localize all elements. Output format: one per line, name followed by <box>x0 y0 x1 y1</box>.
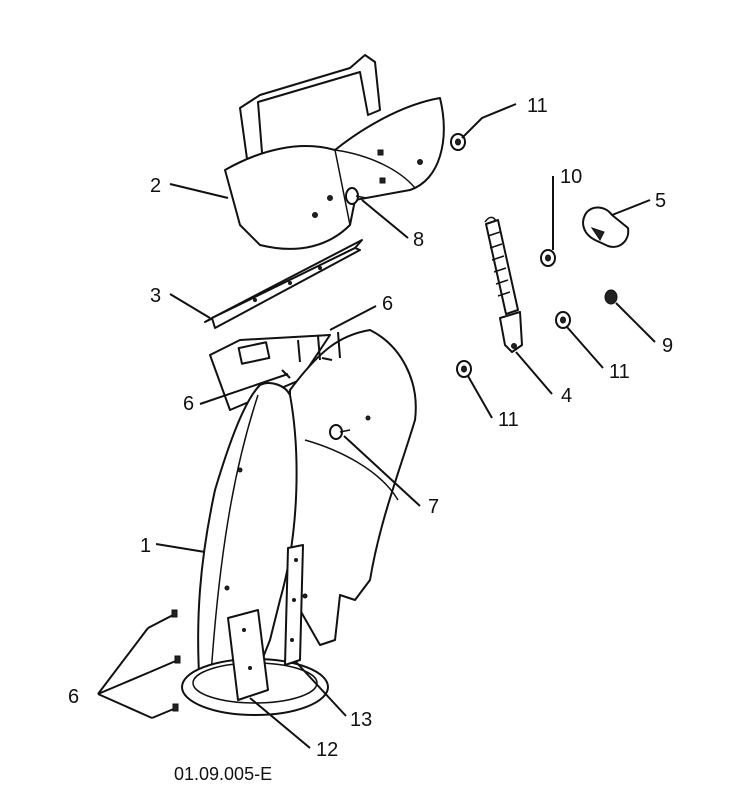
callout-5: 5 <box>655 190 666 212</box>
callout-11-top: 11 <box>527 95 548 117</box>
reinforcement-plate-12 <box>227 609 269 701</box>
washer-11-low <box>456 360 472 378</box>
callout-6-top-right: 6 <box>382 293 393 315</box>
drawing-reference-code: 01.09.005-E <box>174 764 272 784</box>
deflector-blade <box>204 239 363 329</box>
nut-9 <box>604 289 618 305</box>
callout-4: 4 <box>561 385 572 407</box>
washer-11-mid <box>555 311 571 329</box>
callout-6-bottom: 6 <box>68 686 79 708</box>
tension-spring <box>484 216 523 353</box>
callout-8: 8 <box>413 229 424 251</box>
callout-12: 12 <box>316 739 338 761</box>
reinforcement-strip-13 <box>284 544 304 666</box>
callout-2: 2 <box>150 175 161 197</box>
callout-7: 7 <box>428 496 439 518</box>
screws-top <box>281 331 341 379</box>
stud-7 <box>329 424 351 440</box>
screws-bottom <box>147 609 181 719</box>
wing-knob <box>582 206 630 248</box>
callout-13: 13 <box>350 709 372 731</box>
callout-3: 3 <box>150 285 161 307</box>
callout-11-low: 11 <box>498 409 519 431</box>
pivot-pin <box>345 187 367 205</box>
leader-lines <box>97 103 656 749</box>
deflector-hood <box>224 54 445 250</box>
washer-10 <box>540 249 556 267</box>
washer-11-top <box>450 133 466 151</box>
callout-11-mid: 11 <box>609 361 630 383</box>
callout-6-top-left: 6 <box>183 393 194 415</box>
callout-9: 9 <box>662 335 673 357</box>
callout-1: 1 <box>140 535 151 557</box>
callout-10: 10 <box>560 166 582 188</box>
callout-labels: 1 2 3 4 5 6 6 6 7 8 9 10 11 11 11 12 13 <box>68 95 673 761</box>
